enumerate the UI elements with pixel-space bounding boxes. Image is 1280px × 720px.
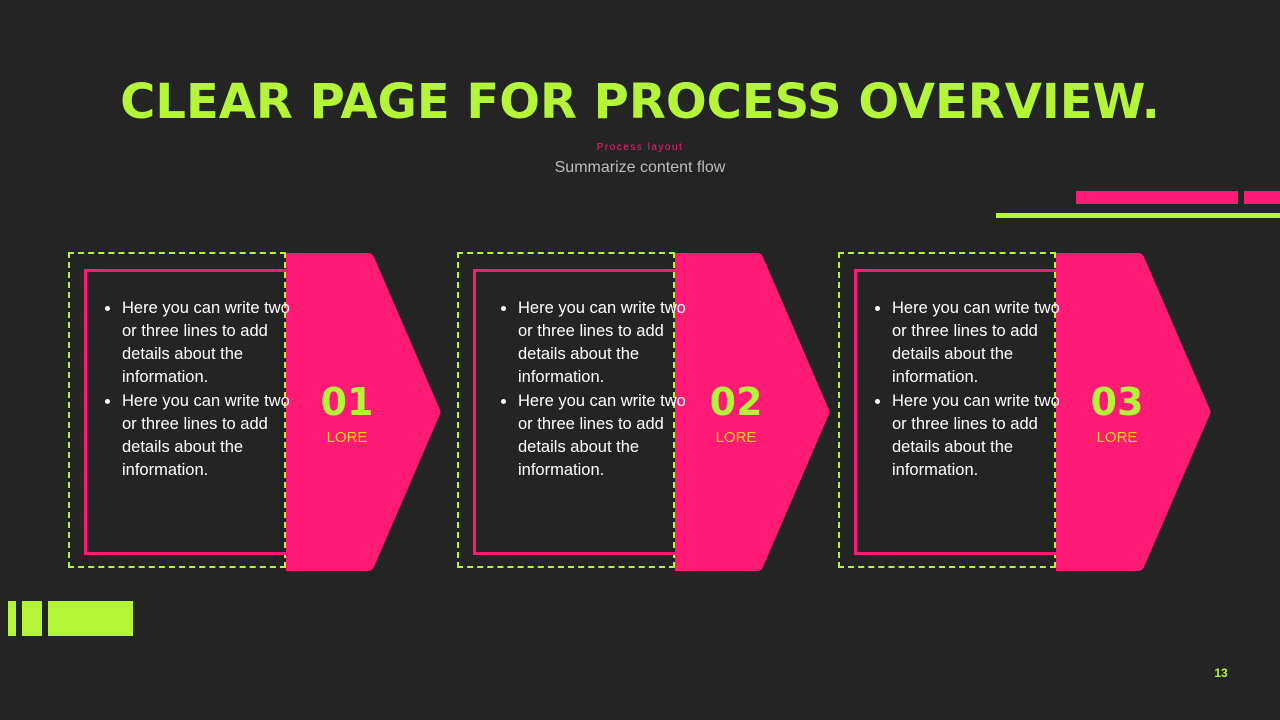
step-bullet: Here you can write two or three lines to… — [122, 296, 292, 389]
decor-pink-bar-short — [1244, 191, 1280, 204]
chevron-arrow-icon — [1056, 253, 1211, 571]
step-bullet: Here you can write two or three lines to… — [122, 389, 292, 482]
chevron-arrow-icon — [286, 253, 441, 571]
decor-green-line — [996, 213, 1280, 218]
step-dashed-outline — [68, 252, 286, 568]
step-bullet: Here you can write two or three lines to… — [518, 389, 688, 482]
step-pink-frame — [473, 269, 677, 555]
slide-title: CLEAR PAGE FOR PROCESS OVERVIEW. — [120, 74, 1160, 130]
step-label: LORE — [326, 429, 368, 446]
step-pink-frame — [854, 269, 1058, 555]
decor-green-stub-1 — [8, 601, 16, 636]
step-bullet: Here you can write two or three lines to… — [892, 389, 1062, 482]
process-step-3: Here you can write two or three lines to… — [838, 252, 1218, 572]
slide-subtitle: Summarize content flow — [554, 159, 726, 176]
process-step-1: Here you can write two or three lines to… — [68, 252, 448, 572]
step-number: 01 — [320, 380, 374, 424]
step-number: 03 — [1090, 380, 1144, 424]
step-label: LORE — [1096, 429, 1138, 446]
step-bullet-list: Here you can write two or three lines to… — [100, 296, 292, 482]
decor-green-stub-2 — [22, 601, 42, 636]
step-bullet: Here you can write two or three lines to… — [518, 296, 688, 389]
step-label: LORE — [715, 429, 757, 446]
step-bullet-list: Here you can write two or three lines to… — [496, 296, 688, 482]
slide-kicker: Process layout — [596, 142, 684, 153]
step-dashed-outline — [838, 252, 1056, 568]
step-bullet: Here you can write two or three lines to… — [892, 296, 1062, 389]
process-step-2: Here you can write two or three lines to… — [457, 252, 837, 572]
decor-pink-bar-long — [1076, 191, 1238, 204]
step-pink-frame — [84, 269, 288, 555]
step-bullet-list: Here you can write two or three lines to… — [870, 296, 1062, 482]
page-number: 13 — [1214, 666, 1228, 680]
chevron-arrow-icon — [675, 253, 830, 571]
step-number: 02 — [709, 380, 763, 424]
step-dashed-outline — [457, 252, 675, 568]
decor-green-block — [48, 601, 133, 636]
